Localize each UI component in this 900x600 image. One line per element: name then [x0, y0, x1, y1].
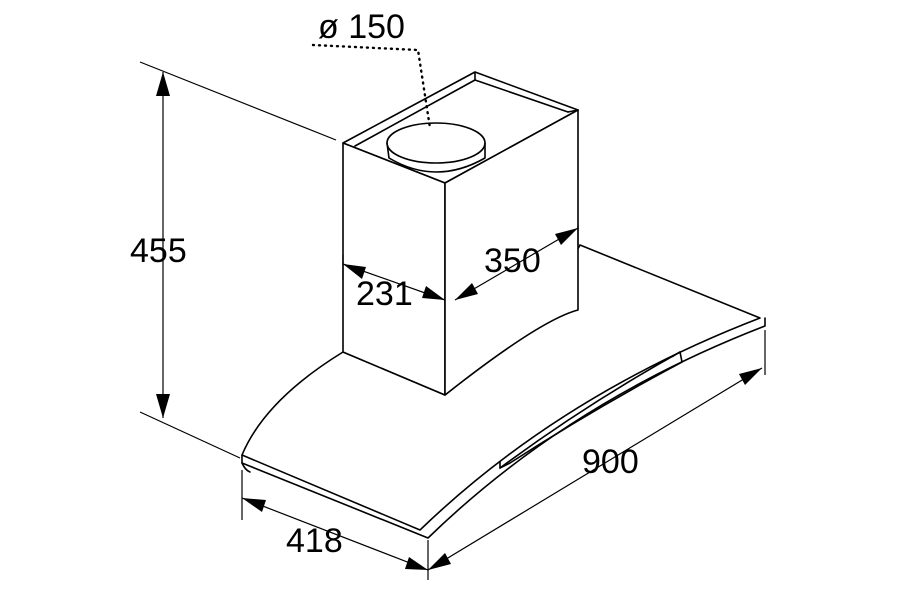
dimension-hood-depth — [241, 497, 429, 571]
hood-underside-edge — [499, 351, 683, 469]
hood-canopy — [241, 244, 766, 539]
glass-edge-front-left — [241, 462, 251, 473]
height-label: 455 — [130, 232, 187, 270]
duct-diameter-label: ø 150 — [318, 8, 405, 46]
chimney-width-label: 350 — [484, 242, 541, 280]
duct-diameter-leader — [311, 43, 432, 130]
extension-lines — [139, 61, 766, 580]
hood-under-line — [671, 351, 681, 358]
dimension-chimney-depth — [342, 263, 446, 301]
hood-width-label: 900 — [582, 443, 639, 481]
hood-underside — [499, 351, 681, 469]
chimney-right-face — [444, 109, 579, 396]
dimension-chimney-width — [454, 227, 579, 301]
chimney — [342, 71, 579, 396]
chimney-depth-label: 231 — [356, 275, 413, 313]
hood-depth-label: 418 — [286, 522, 343, 560]
dimension-hood-width — [427, 367, 763, 571]
duct-outlet-top — [386, 122, 486, 164]
dimension-height — [156, 72, 170, 418]
duct-outlet-body — [386, 142, 486, 173]
